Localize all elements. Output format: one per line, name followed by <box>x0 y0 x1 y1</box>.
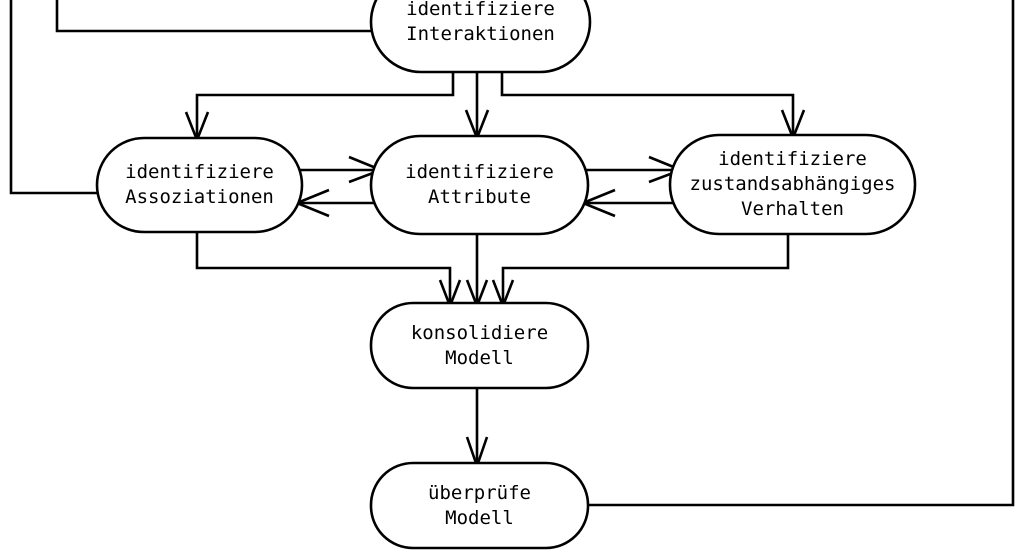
edge-feedback-left-outer <box>9 0 115 195</box>
edge-feedback-left-inner <box>55 0 376 33</box>
node-verhalten[interactable] <box>668 133 917 236</box>
edge-interaktionen-to-assoziationen <box>195 72 455 138</box>
node-interaktionen[interactable] <box>369 0 592 74</box>
edge-verhalten-to-konsolidiere <box>501 233 790 303</box>
edge-assoziationen-to-konsolidiere <box>195 232 452 303</box>
node-ueberpruefe[interactable] <box>369 461 590 550</box>
edge-ueberpruefe-feedback-right <box>586 0 1015 507</box>
node-konsolidiere[interactable] <box>369 301 590 390</box>
edge-interaktionen-to-verhalten <box>500 72 795 135</box>
node-attribute[interactable] <box>369 134 590 236</box>
node-assoziationen[interactable] <box>95 136 304 234</box>
